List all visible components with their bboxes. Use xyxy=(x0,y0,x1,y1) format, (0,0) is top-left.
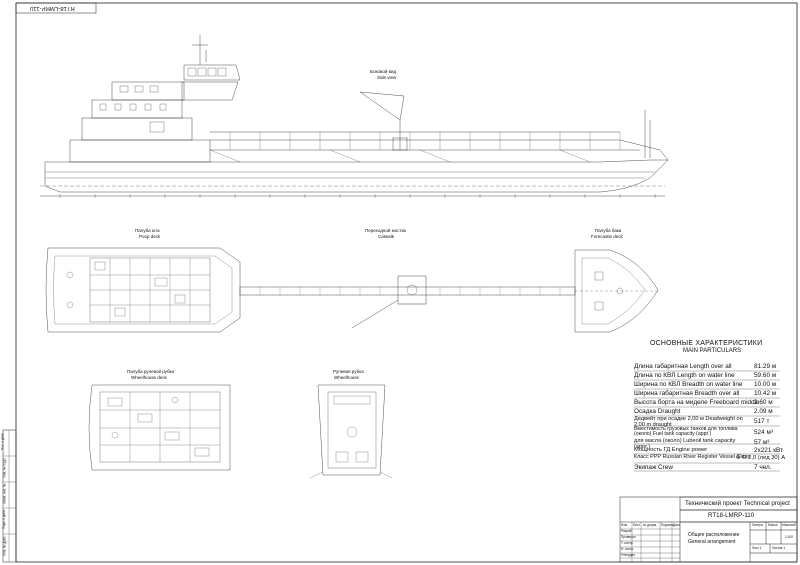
top-stamp: RT18-LMRP-110 xyxy=(30,5,75,11)
forecastle-outline xyxy=(574,249,659,333)
side-note: Подп. и дата xyxy=(1,510,6,529)
particular-value: 7 чел. xyxy=(754,464,772,471)
plan-view-drawing xyxy=(45,247,659,333)
titleblock-scale: 1:100 xyxy=(785,535,793,539)
particular-value: 2x221 кВт xyxy=(754,447,783,454)
titleblock-frame xyxy=(619,496,798,563)
particular-name: Ширина по КВЛ Breadth on water line xyxy=(634,381,743,388)
titleblock-row-head: Дата xyxy=(673,523,681,527)
top-stamp-frame xyxy=(15,2,97,14)
particular-value: 524 м³ xyxy=(754,429,773,436)
particular-name: Мощность ГД Engine power xyxy=(634,447,708,453)
side-note: Инв. № дубл. xyxy=(2,535,7,556)
titleblock-role: Проверил xyxy=(621,535,636,539)
side-view-drawing xyxy=(40,35,669,198)
particular-name: Длина габаритная Length over all xyxy=(634,363,732,370)
titleblock-doc-ru: Общее расположение xyxy=(688,532,740,538)
forecastle-title-ru: Палуба бака xyxy=(595,228,622,233)
wheelhouse-drawing xyxy=(309,384,393,479)
titleblock-sheet: Лист 1 xyxy=(752,546,762,550)
particular-value: 10.00 м xyxy=(754,381,777,388)
particular-name: Класс РРР Russian River Register Vessel … xyxy=(634,454,750,460)
side-view-title-ru: Боковой вид xyxy=(370,69,397,74)
titleblock-row-head: Лист xyxy=(633,523,640,527)
side-stamp-frame xyxy=(2,429,17,563)
titleblock-row-head: Подпись xyxy=(661,523,674,527)
side-view-title-en: Side view xyxy=(377,75,397,80)
particular-value: 2.09 м xyxy=(754,408,773,415)
titleblock-project: Технический проект Technical project xyxy=(685,500,790,507)
frame-scale xyxy=(59,194,656,198)
poop-deck-outline xyxy=(45,247,241,333)
poop-deck-title-en: Poop deck xyxy=(139,234,161,239)
particular-value: 517 т xyxy=(754,418,770,425)
particular-value: Ф О 2,0 (лед 30) А xyxy=(736,455,786,461)
wheelhouse-deck-drawing xyxy=(88,384,231,471)
wheelhouse-title-ru: Рулевая рубка xyxy=(333,369,364,374)
particular-value: 10.42 м xyxy=(754,390,777,397)
sheet-frame xyxy=(15,2,798,563)
wheelhouse-deck-title-ru: Палуба рулевой рубки xyxy=(127,369,175,374)
poop-deck-title-ru: Палуба юта xyxy=(135,228,160,233)
catwalk-outline xyxy=(239,286,576,296)
particular-name: для масла (около) Lubeoil tank capacity … xyxy=(634,438,736,450)
wheelhouse-side xyxy=(183,64,241,81)
titleblock-row-head: № докум. xyxy=(643,523,658,527)
titleblock-role: Утвердил xyxy=(621,553,636,557)
titleblock-col-litera: Литера xyxy=(752,523,763,527)
particular-value: 81.29 м xyxy=(754,363,777,370)
particular-value: 57 м³ xyxy=(754,439,770,446)
titleblock-code: RT18-LMRP-110 xyxy=(708,512,755,519)
hull-outline xyxy=(44,159,669,193)
catwalk-title-en: Catwalk xyxy=(378,234,395,239)
titleblock-sheets: Листов 1 xyxy=(772,546,786,550)
particular-name: Осадка Draught xyxy=(634,408,681,415)
titleblock-col-mass: Масса xyxy=(768,523,778,527)
titleblock-role: Н. контр. xyxy=(621,547,635,551)
titleblock-role: Т. контр. xyxy=(621,541,634,545)
particular-name: Вместимость грузовых танков для топлива … xyxy=(634,426,738,438)
titleblock-doc-en: General arrangement xyxy=(688,539,736,545)
forecastle-title-en: Forecastle deck xyxy=(591,234,623,239)
particulars-title-en: MAIN PARTICULARS xyxy=(683,348,742,354)
side-note: Взам. инв. № xyxy=(2,483,7,504)
particular-name: Дедвейт при осадке 2,00 м Deadweight on … xyxy=(634,416,743,428)
particular-name: Ширина габаритная Breadth over all xyxy=(634,390,740,397)
catwalk-title-ru: Переходной мостик xyxy=(365,228,407,233)
particulars-rules xyxy=(634,370,780,472)
side-note: Инв. № подл. xyxy=(2,457,7,478)
titleblock-row-head: Изм xyxy=(621,523,627,527)
wheelhouse-deck-title-en: Wheelhouse deck xyxy=(131,375,167,380)
crane-plan xyxy=(351,299,399,329)
particular-value: 59.60 м xyxy=(754,372,777,379)
wheelhouse-title-en: Wheelhouse xyxy=(334,375,360,380)
particular-name: Длина по КВЛ Length on water line xyxy=(634,372,735,379)
particular-name: Экипаж Crew xyxy=(634,464,673,471)
particular-name: Высота борта на миделе Freeboard middle xyxy=(634,399,760,406)
particulars-title-ru: ОСНОВНЫЕ ХАРАКТЕРИСТИКИ xyxy=(650,340,763,347)
titleblock-role: Разраб. xyxy=(621,529,633,533)
titleblock-col-scale: Масштаб xyxy=(782,523,796,527)
side-note: Поз. и дата xyxy=(0,433,5,450)
crane-jib xyxy=(359,91,405,150)
particular-value: 2.60 м xyxy=(754,399,773,406)
